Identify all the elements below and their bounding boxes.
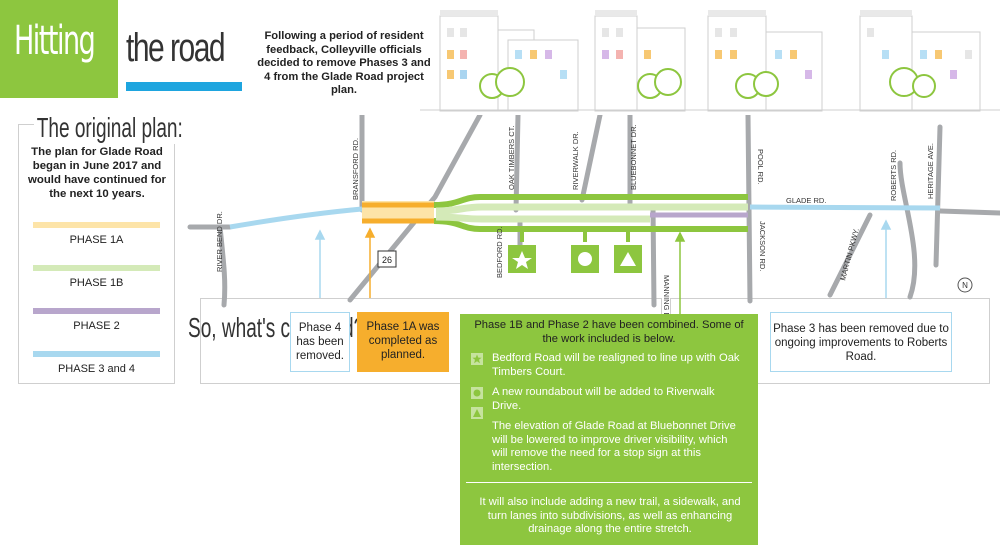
street-roberts: ROBERTS RD. — [889, 150, 898, 201]
original-plan-heading: The original plan: — [34, 112, 186, 144]
legend-swatch-phase-3-4 — [33, 351, 160, 357]
phase-4-segment — [229, 206, 363, 230]
roberts-road — [897, 160, 918, 300]
street-heritage: HERITAGE AVE. — [926, 143, 935, 199]
legend-label-phase-2: PHASE 2 — [73, 320, 120, 332]
title-word-2: the road — [126, 26, 226, 70]
city-skyline-illustration — [420, 10, 1000, 112]
phase-1b-north-line — [433, 194, 748, 208]
street-river-bend: RIVER BEND DR. — [215, 211, 224, 272]
manning-road — [650, 204, 657, 308]
riverwalk-road — [579, 115, 603, 203]
heritage-avenue — [933, 124, 943, 268]
street-oak-timbers: OAK TIMBERS CT. — [507, 126, 516, 190]
original-plan-panel — [18, 124, 175, 384]
street-bluebonnet: BLUEBONNET DR. — [629, 124, 638, 190]
combined-phases-panel — [460, 314, 758, 545]
triangle-icon — [471, 407, 483, 419]
phase-1a-callout: Phase 1A was completed as planned. — [357, 312, 449, 372]
phase-3-segment — [749, 204, 941, 211]
street-jackson: JACKSON RD. — [758, 221, 767, 271]
intro-text: Following a period of resident feedback,… — [257, 30, 431, 96]
svg-text:26: 26 — [382, 255, 392, 265]
legend-swatch-phase-2 — [33, 308, 160, 314]
title-underline — [126, 82, 242, 91]
legend-label-phase-3-4: PHASE 3 and 4 — [57, 363, 136, 375]
street-bransford: BRANSFORD RD. — [351, 138, 360, 200]
street-manning: MANNING DR. — [662, 275, 671, 315]
street-pool: POOL RD. — [756, 149, 765, 185]
triangle-marker — [614, 230, 642, 273]
glade-road-map: 26 N RIVER BEND DR. BRANSFORD RD. OAK TI… — [187, 115, 1000, 315]
street-martin: MARTIN PKWY. — [838, 227, 861, 281]
svg-text:N: N — [962, 281, 968, 290]
star-icon — [471, 353, 483, 365]
phase-4-callout: Phase 4 has been removed. — [290, 312, 350, 372]
phase-1b-south-line — [433, 218, 748, 232]
legend-label-phase-1a: PHASE 1A — [69, 234, 124, 246]
legend-swatch-phase-1a — [33, 222, 160, 228]
work-item-bluebonnet: The elevation of Glade Road at Bluebonne… — [492, 420, 736, 473]
title-word-1: Hitting — [14, 18, 96, 64]
highway-shield: 26 — [377, 250, 397, 268]
street-riverwalk: RIVERWALK DR. — [571, 131, 580, 190]
north-arrow: N — [957, 277, 973, 293]
star-marker — [508, 230, 536, 273]
work-item-riverwalk: A new roundabout will be added to Riverw… — [492, 386, 715, 412]
circle-marker — [571, 230, 599, 273]
pool-jackson-road — [745, 115, 753, 304]
title-background — [0, 0, 118, 98]
circle-icon — [471, 387, 483, 399]
street-bedford: BEDFORD RD. — [495, 226, 504, 278]
legend-swatch-phase-1b — [33, 265, 160, 271]
martin-parkway — [827, 212, 873, 298]
combined-phases-heading: Phase 1B and Phase 2 have been combined.… — [474, 319, 744, 345]
river-bend-road — [217, 224, 228, 308]
phase-1b-infill — [435, 203, 748, 215]
combined-phases-footer: It will also include adding a new trail,… — [479, 496, 741, 535]
legend-label-phase-1b: PHASE 1B — [69, 277, 124, 289]
phase-3-callout: Phase 3 has been removed due to ongoing … — [770, 312, 952, 372]
panel-divider — [466, 482, 752, 483]
original-plan-text: The plan for Glade Road began in June 20… — [28, 146, 166, 200]
glade-road-label: GLADE RD. — [786, 196, 826, 205]
work-item-bedford: Bedford Road will be realigned to line u… — [492, 352, 740, 378]
